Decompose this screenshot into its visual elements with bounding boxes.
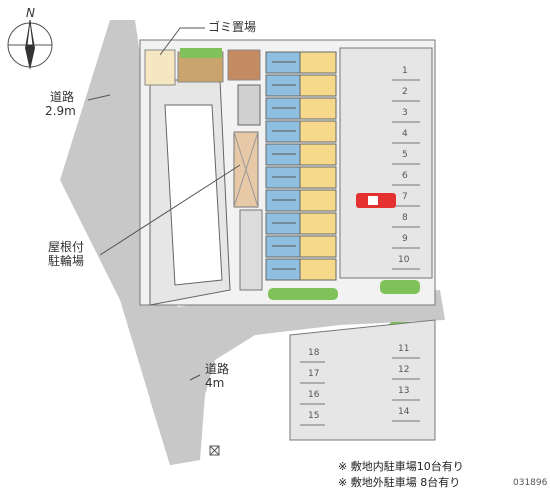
road-bottom-label-1: 道路 <box>205 362 230 376</box>
parking-slot-number: 15 <box>308 411 320 421</box>
road-bottom <box>150 290 445 465</box>
compass-icon <box>7 19 53 70</box>
parking-slot-number: 5 <box>402 150 408 160</box>
parking-slot-number: 7 <box>402 192 408 202</box>
parking-slot-number: 2 <box>402 87 408 97</box>
parking-slot-number: 17 <box>308 369 320 379</box>
parking-slot-number: 11 <box>398 344 410 354</box>
apartment-unit <box>265 97 337 120</box>
parking-slot-number: 8 <box>402 213 408 223</box>
parking-slot-number: 3 <box>402 108 408 118</box>
parking-slot-number: 9 <box>402 234 408 244</box>
parking-slot-number: 10 <box>398 255 410 265</box>
parking-slot-number: 13 <box>398 386 410 396</box>
parking-slot-number: 1 <box>402 66 408 76</box>
green-bush-2 <box>380 280 420 294</box>
offsite-parking-lines <box>300 357 420 426</box>
offsite-lot <box>289 319 436 441</box>
garbage-area <box>144 49 176 86</box>
green-strip-top <box>180 48 222 58</box>
bike-walk <box>239 209 263 291</box>
apartment-units <box>265 51 337 281</box>
car-icon <box>356 193 396 208</box>
apartment-unit <box>265 74 337 97</box>
boundary-marker-x2 <box>209 445 220 456</box>
parking-slot-number: 6 <box>402 171 408 181</box>
parking-lot <box>339 47 433 279</box>
apartment-unit <box>265 166 337 189</box>
apartment-unit <box>265 120 337 143</box>
apartment-unit <box>265 51 337 74</box>
garbage-label: ゴミ置場 <box>208 20 257 34</box>
green-bush-1 <box>268 288 338 300</box>
onsite-parking-lines <box>392 79 420 270</box>
leader-garbage-2 <box>159 27 181 56</box>
apartment-unit <box>265 258 337 281</box>
leader-road-top <box>87 94 111 101</box>
road-top-label-2: 2.9m <box>45 104 76 118</box>
parking-slot-number: 4 <box>402 129 408 139</box>
apartment-unit <box>265 143 337 166</box>
stairs <box>237 84 261 126</box>
apartment-unit <box>265 189 337 212</box>
property-code: 031896 <box>513 478 548 488</box>
compass-north-label: N <box>26 6 35 20</box>
parking-slot-number: 14 <box>398 407 410 417</box>
parking-slot-number: 16 <box>308 390 320 400</box>
bike-label-2: 駐輪場 <box>48 254 85 268</box>
leader-road-bottom <box>189 374 201 381</box>
bike-parking-roof <box>233 131 259 208</box>
apartment-unit <box>265 212 337 235</box>
road-bottom-label-2: 4m <box>205 376 225 390</box>
offsite-parking-note: ※ 敷地外駐車場 8台有り <box>338 476 461 489</box>
parking-slot-number: 18 <box>308 348 320 358</box>
bike-label-1: 屋根付 <box>48 240 85 254</box>
apartment-unit <box>265 235 337 258</box>
brick-area <box>227 49 261 81</box>
parking-slot-number: 12 <box>398 365 410 375</box>
onsite-parking-note: ※ 敷地内駐車場10台有り <box>338 460 464 473</box>
leader-bike <box>99 164 241 256</box>
road-top-label-1: 道路 <box>50 90 75 104</box>
